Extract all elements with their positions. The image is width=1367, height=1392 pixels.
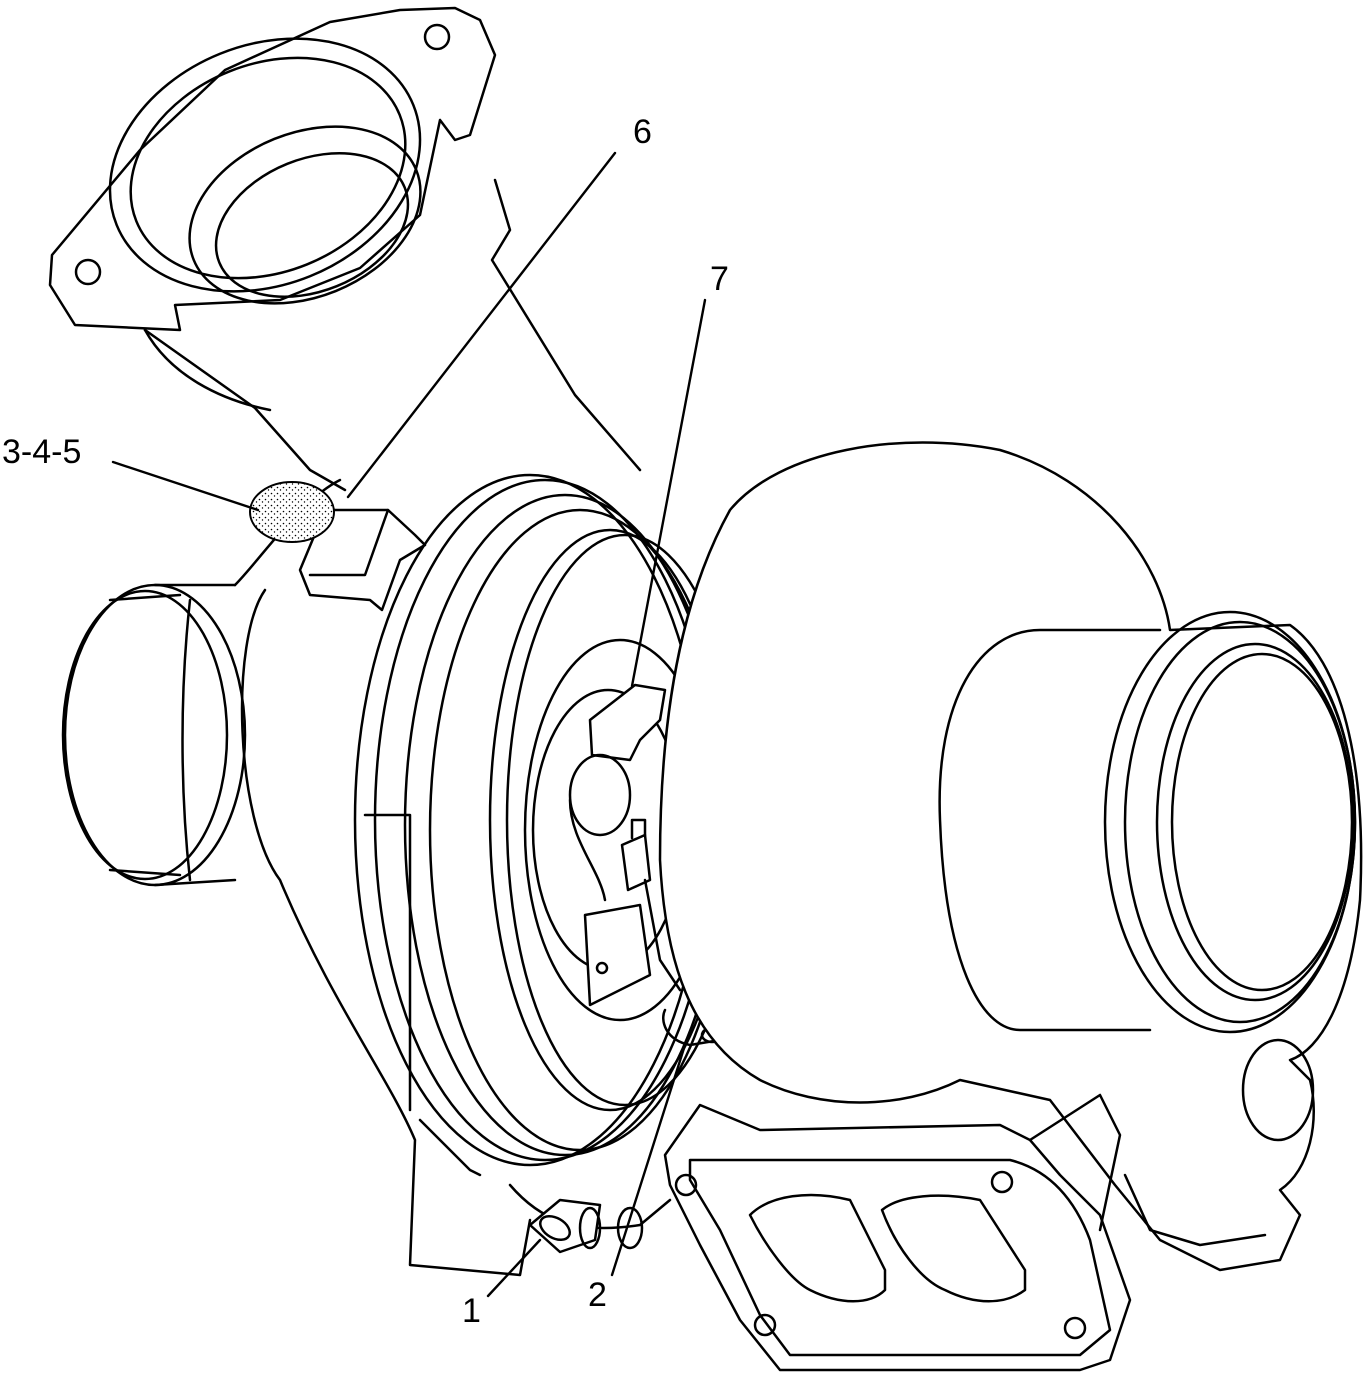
- leader-lines: [111, 151, 707, 1298]
- callout-6: 6: [633, 113, 652, 151]
- band-clamp: [508, 1183, 672, 1254]
- leader-7: [630, 298, 707, 688]
- compressor-housing: [181, 473, 745, 1277]
- leader-345: [111, 460, 260, 512]
- turbine-inlet-flange: [663, 1093, 1132, 1372]
- center-housing-fittings: [568, 683, 726, 1047]
- leader-1: [486, 1238, 542, 1298]
- callout-1: 1: [462, 1292, 481, 1330]
- callout-7: 7: [710, 260, 729, 298]
- oil-inlet-bracket: [249, 481, 427, 612]
- callout-3-4-5: 3-4-5: [2, 433, 81, 471]
- callout-2: 2: [588, 1276, 607, 1314]
- leader-6: [346, 151, 617, 499]
- turbine-housing: [658, 441, 1363, 1272]
- compressor-outlet: [61, 583, 247, 887]
- leader-2: [610, 1043, 687, 1277]
- sealant-compound: [249, 481, 335, 543]
- inlet-elbow: [48, 6, 642, 492]
